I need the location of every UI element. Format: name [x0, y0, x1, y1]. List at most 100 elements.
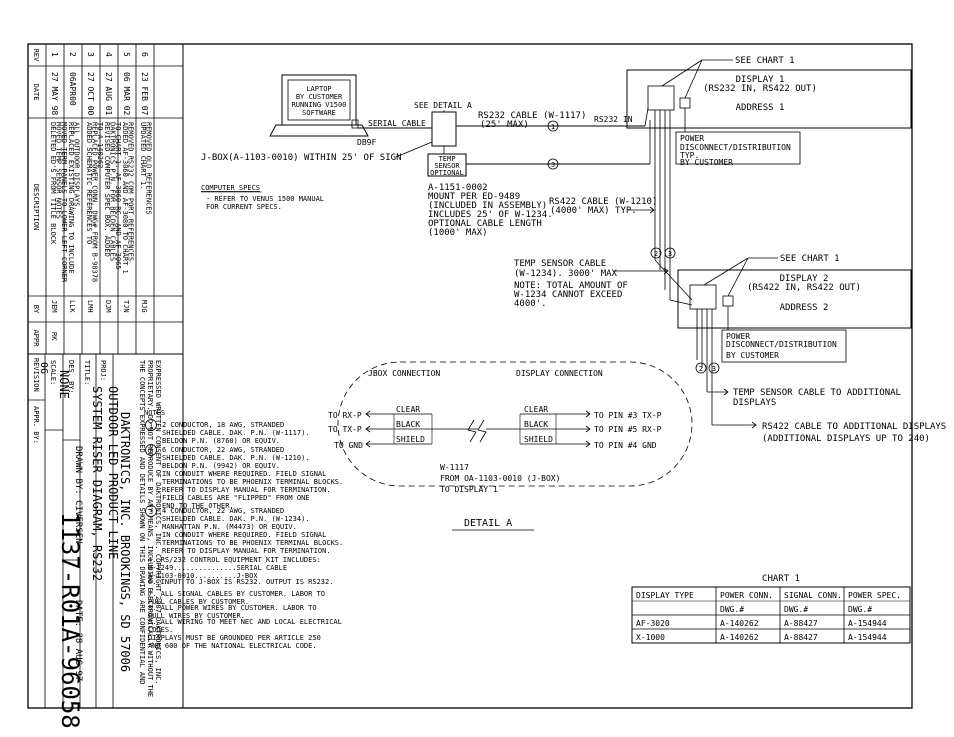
revision-description: MOVED TEMP SENSOR NOTES	[55, 122, 63, 219]
jbox	[431, 111, 457, 147]
computer-specs-line-2: FOR CURRENT SPECS.	[206, 203, 282, 211]
scale-value: NONE	[57, 370, 71, 399]
revision-value: 06	[38, 362, 49, 374]
circle-3-temp-label: 3	[551, 161, 555, 169]
computer-specs-line-1: - REFER TO VENUS 1500 MANUAL	[206, 195, 324, 203]
laptop-line-3: RUNNING V1500	[292, 101, 347, 109]
a1151-line-6: (1000' MAX)	[428, 228, 488, 238]
confidential-2: PROPRIETARY. DO NOT REPRODUCE BY ANY MEA…	[146, 360, 154, 697]
revision-description: REVISED COMPUTER SPEC BOX. ADDED	[103, 122, 111, 257]
see-chart-1-b: SEE CHART 1	[780, 254, 840, 264]
revision-date: 27 MAY 98	[50, 72, 59, 116]
chart-1-cell: A-88427	[784, 619, 818, 628]
revision-label: REVISION	[32, 358, 40, 392]
power-2-line-1: POWER	[726, 332, 750, 341]
a1151-line-4: INCLUDES 25' OF W-1234.	[428, 210, 553, 220]
project-name: OUTDOOR LED PRODUCT LINE	[106, 386, 120, 559]
drawing-number: 1137-R01A-96058	[56, 512, 84, 729]
revision-number: 4	[104, 52, 113, 57]
chart-1-subheader: DWG.#	[848, 605, 872, 614]
title-block: REVISION 06 APPR. BY: SCALE: NONE 1137-R…	[27, 353, 184, 729]
note-4-line: 4. RS/232 CONTROL EQUIPMENT KIT INCLUDES…	[148, 556, 321, 564]
jbox-connection-label: JBOX CONNECTION	[368, 369, 440, 378]
detail-a: JBOX CONNECTION DISPLAY CONNECTION TO RX…	[328, 361, 693, 531]
note-7-line: 7. ALL SIGNAL CABLES BY CUSTOMER. LABOR …	[148, 590, 325, 598]
revision-by: DJM	[104, 300, 112, 313]
revision-date: 27 AUG 01	[104, 72, 113, 116]
serial-cable-label: SERIAL CABLE	[368, 119, 426, 128]
temp-sensor-cable-4: W-1234 CANNOT EXCEED	[514, 290, 622, 300]
note-8-line: PULL WIRES BY CUSTOMER.	[148, 612, 245, 620]
revision-date: 27 OCT 00	[86, 72, 95, 116]
revision-description: REMOVED OLD REFERENCES	[145, 122, 153, 215]
wire-left-shield: SHIELD	[396, 435, 425, 444]
revision-number: 1	[50, 52, 59, 57]
break-symbol-a	[467, 419, 477, 443]
power-1-line-3: TYP.	[680, 151, 699, 160]
revision-description: ALL OUTDOOR DISPLAYS.	[73, 122, 81, 211]
circle-2-out	[695, 362, 707, 374]
chart-1-cell: A-88427	[784, 633, 818, 642]
wire-right-shield: SHIELD	[524, 435, 553, 444]
notes-title: NOTES	[144, 409, 165, 417]
note-9-line: CODES.	[148, 626, 173, 634]
note-3-line: TERMINATIONS TO BE PHOENIX TERMINAL BLOC…	[162, 539, 343, 547]
revision-description: TO CHART 1. AF-3060-RC, AND AF-3065	[114, 122, 122, 270]
revision-description: ADDED AF-3060 AND AF-3080 TO CHART 1	[121, 122, 129, 274]
rs232-in-label: RS232 IN	[594, 115, 633, 124]
w-info-3: TO DISPLAY 1	[440, 485, 498, 494]
see-detail-a: SEE DETAIL A	[414, 101, 472, 110]
display-1-name: DISPLAY 1	[736, 75, 785, 85]
rs232-cable-label-1: RS232 CABLE (W-1117)	[478, 111, 586, 121]
temp-sensor-box	[427, 153, 467, 177]
revision-description: ADDED SCHEMATIC REFERENCES TO	[85, 122, 93, 244]
power-1-line-1: POWER	[680, 134, 704, 143]
description-header: DESCRIPTION	[32, 184, 40, 230]
note-4-line: W-1249...............SERIAL CABLE	[148, 564, 287, 572]
rs422-additional-1: RS422 CABLE TO ADDITIONAL DISPLAYS	[762, 422, 946, 432]
note-1-line: SHIELDED CABLE. DAK. P.N. (W-1117).	[162, 429, 310, 437]
chart-1-header: DISPLAY TYPE	[636, 591, 694, 600]
chart-1-header: POWER CONN.	[720, 591, 773, 600]
revision-description: MOVED TERM PANELS TO LOWER LEFT CORNER	[60, 122, 68, 283]
revision-by: JEM	[50, 300, 58, 313]
chart-1-header: POWER SPEC.	[848, 591, 901, 600]
date-header: DATE	[32, 84, 40, 101]
note-2-line: IN CONDUIT WHERE REQUIRED. FIELD SIGNAL	[162, 470, 326, 478]
revision-date: 06APR00	[68, 72, 77, 106]
revision-description: REMOVED RS232 COM PORT REFERENCES	[127, 122, 135, 261]
a1151-line-5: OPTIONAL CABLE LENGTH	[428, 219, 542, 229]
display-1-power-box	[679, 97, 691, 109]
temp-sensor-cable-3: NOTE: TOTAL AMOUNT OF	[514, 281, 628, 291]
laptop-line-1: LAPTOP	[306, 85, 331, 93]
chart-1-cell: A-154944	[848, 619, 887, 628]
revision-description: REPLACED POWER CONN. DWG# FROM B-98378	[91, 122, 99, 282]
note-7-line: PULL CABLES BY CUSTOMER.	[148, 598, 249, 606]
note-2-line: REFER TO DISPLAY MANUAL FOR TERMINATION.	[162, 486, 331, 494]
chart-1-cell: A-140262	[720, 619, 759, 628]
note-2-line: FIELD CABLES ARE "FLIPPED" FROM ONE	[162, 494, 310, 502]
note-circle-3-label: 3	[149, 508, 153, 516]
note-9-line: DISPLAYS MUST BE GROUNDED PER ARTICLE 25…	[148, 634, 321, 642]
rs422-additional-2: (ADDITIONAL DISPLAYS UP TO 240)	[762, 434, 930, 444]
circle-2-between-label: 2	[654, 250, 658, 258]
note-3-line: 4 CONDUCTOR, 22 AWG, STRANDED	[162, 507, 284, 515]
temp-sensor-line-3: (OPTIONAL)	[426, 169, 468, 177]
note-2-line: 6 CONDUCTOR, 22 AWG, STRANDED	[162, 446, 284, 454]
confidential-1: THE CONCEPTS EXPRESSED AND DETAILS SHOWN…	[138, 360, 146, 685]
note-9-line: AND 600 OF THE NATIONAL ELECTRICAL CODE.	[148, 642, 317, 650]
detail-right-2: TO PIN #5 RX-P	[594, 425, 662, 434]
note-circle-3	[145, 505, 157, 517]
wire-left-clear: CLEAR	[396, 405, 420, 414]
power-1-line-4: BY CUSTOMER	[680, 158, 733, 167]
revision-description: DELETED ED'S FROM TITLE BLOCK	[49, 122, 57, 245]
break-symbol-b	[477, 419, 487, 443]
note-2-line: END TO THE OTHER.	[162, 502, 234, 510]
temp-additional-1: TEMP SENSOR CABLE TO ADDITIONAL	[733, 388, 901, 398]
chart-1-header: SIGNAL CONN.	[784, 591, 842, 600]
detail-left-1: TO RX-P	[328, 411, 362, 420]
display-1	[626, 69, 912, 129]
chart-1-cell: AF-3020	[636, 619, 670, 628]
revision-description: REPLACED EXISTING DRAWING TO INCLUDE	[67, 122, 75, 274]
